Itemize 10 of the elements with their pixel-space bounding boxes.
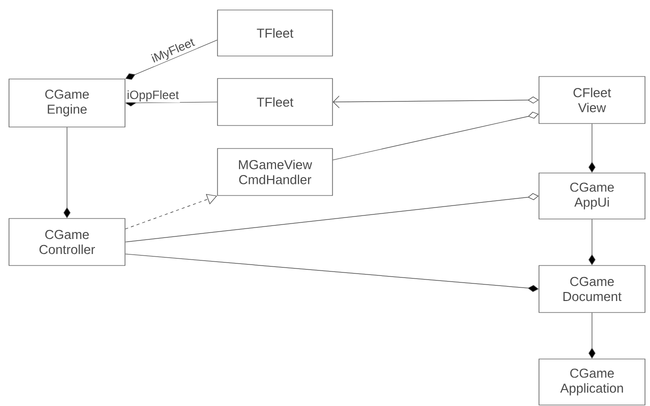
class-box: CGame Document — [538, 265, 646, 313]
class-box: TFleet — [217, 10, 333, 56]
class-box: CGame Application — [538, 358, 646, 406]
class-box: CGame AppUi — [538, 172, 646, 220]
class-box: CFleet View — [538, 76, 646, 124]
class-box: MGameView CmdHandler — [217, 148, 333, 196]
edge-label: iOppFleet — [126, 89, 180, 102]
class-box: CGame Controller — [8, 218, 126, 266]
class-box: CGame Engine — [8, 78, 126, 128]
class-box: TFleet — [217, 78, 333, 126]
